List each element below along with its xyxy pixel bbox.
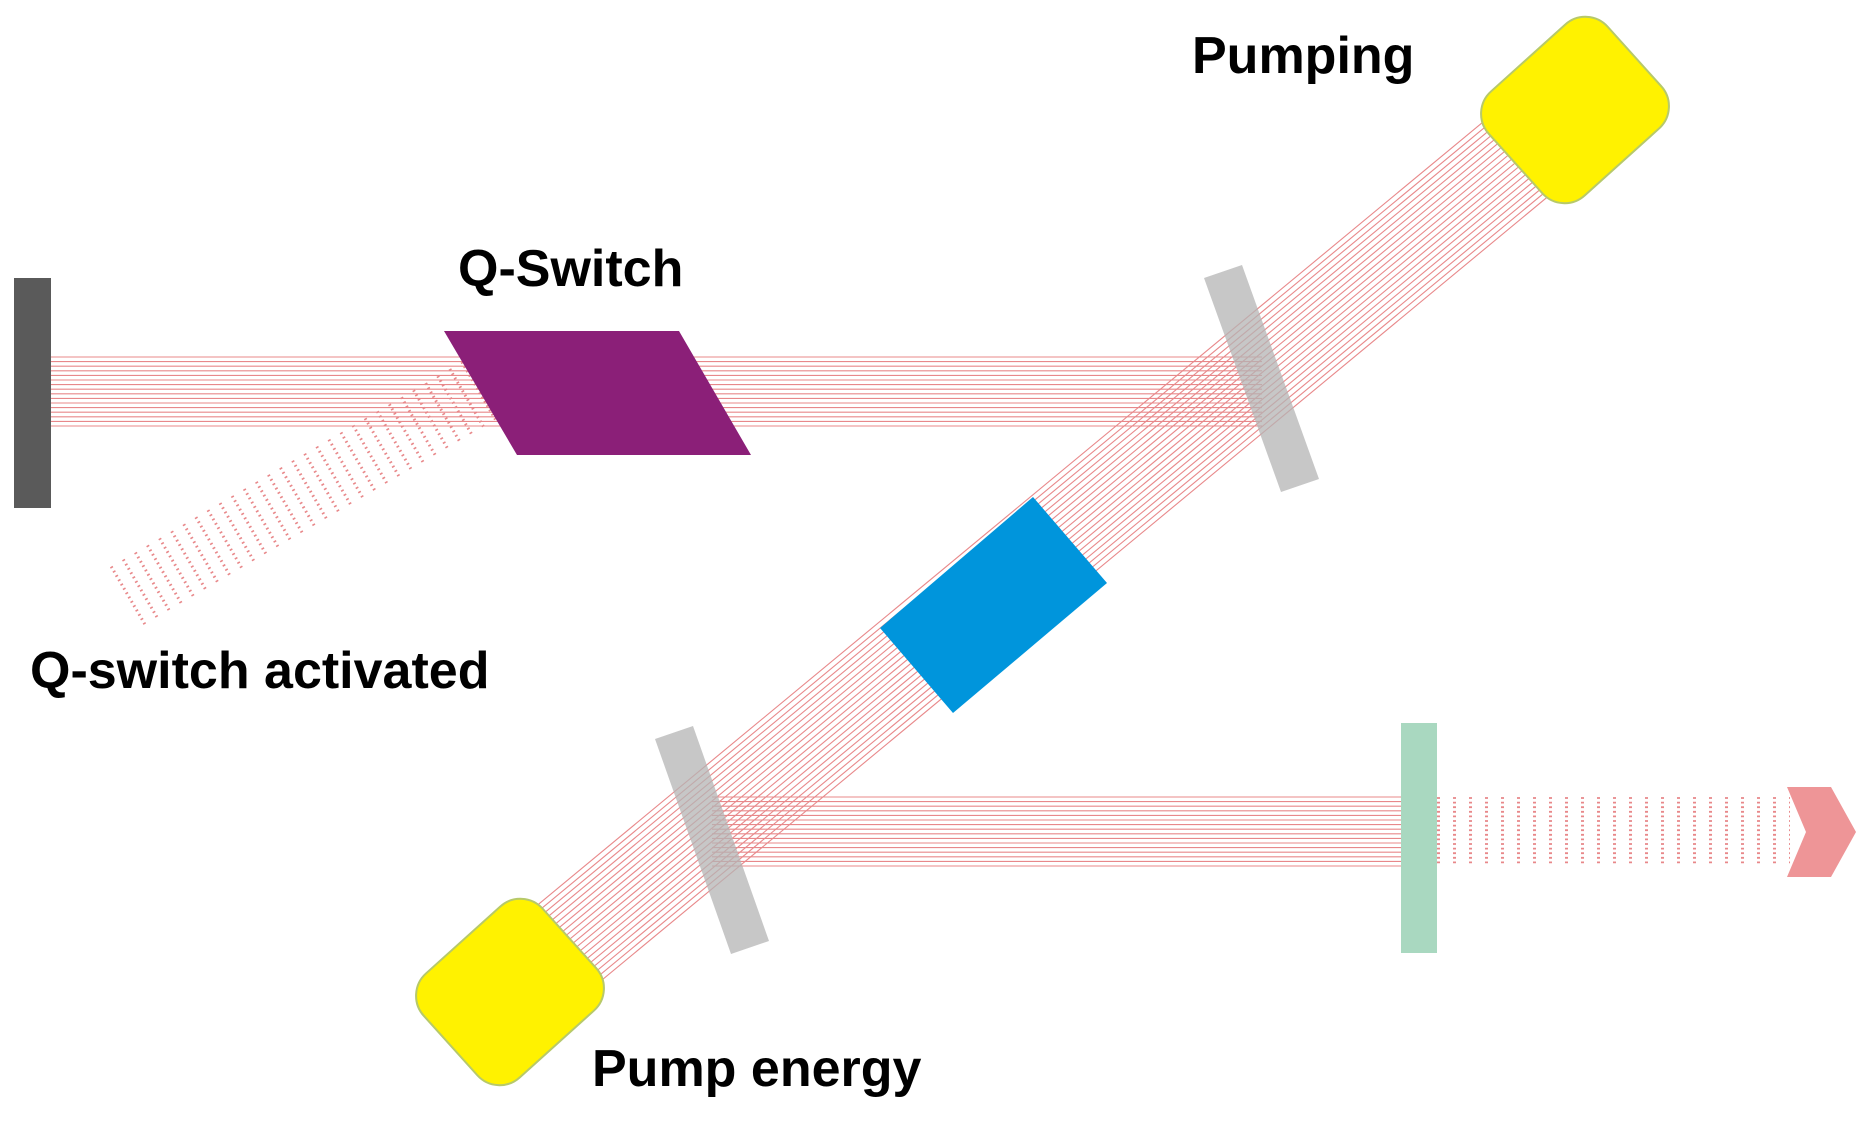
pumping-label: Pumping: [1192, 27, 1415, 85]
beam-ray: [125, 400, 487, 612]
fold-mirror-top: [1204, 265, 1319, 492]
beam-ray: [133, 413, 495, 625]
end-mirror: [14, 278, 51, 508]
beam-ray: [108, 369, 470, 582]
beam-bottom-horizontal: [712, 796, 1401, 867]
beam-ray: [128, 404, 490, 616]
beam-ray: [110, 374, 472, 586]
q-switch-label: Q-Switch: [458, 240, 684, 298]
output-arrow-icon: [1787, 787, 1856, 877]
beam-ray: [130, 408, 492, 621]
pump-lamp-bottom: [415, 897, 605, 1087]
beam-ray: [478, 71, 1544, 955]
beam-ray: [120, 391, 482, 603]
beam-ray: [105, 365, 467, 577]
beam-ray: [113, 378, 475, 590]
pump-lamp-top: [1480, 15, 1670, 205]
beam-ray: [123, 395, 485, 608]
beam-ray: [115, 382, 477, 595]
beam-ray: [135, 417, 497, 629]
fold-mirror-bottom: [655, 726, 769, 954]
q-switch-crystal: [444, 331, 751, 455]
pump-energy-label: Pump energy: [592, 1040, 922, 1098]
output-coupler: [1401, 723, 1437, 953]
laser-rod: [880, 497, 1107, 713]
beam-output-dashed: [1437, 797, 1790, 864]
beam-deflected-dashed: [103, 361, 497, 629]
beam-ray: [118, 387, 480, 599]
q-switch-activated-label: Q-switch activated: [30, 642, 490, 700]
